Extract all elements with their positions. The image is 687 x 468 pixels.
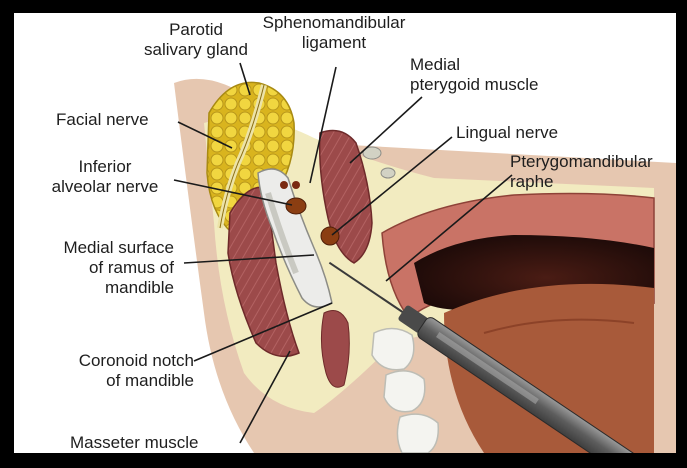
lingual-nerve-dot: [321, 227, 339, 245]
label-parotid-salivary-gland: Parotid salivary gland: [126, 20, 266, 60]
label-masseter-muscle: Masseter muscle: [70, 433, 198, 453]
label-pterygomandibular-raphe: Pterygomandibular raphe: [510, 152, 653, 192]
label-medial-ptery-line-2: pterygoid muscle: [410, 75, 539, 95]
illustration-canvas: Parotid salivary gland Sphenomandibular …: [14, 13, 676, 453]
label-sphenomandibular-ligament: Sphenomandibular ligament: [254, 13, 414, 53]
label-spheno-line-2: ligament: [254, 33, 414, 53]
label-medial-surface-line-3: mandible: [14, 278, 174, 298]
label-medial-ptery-line-1: Medial: [410, 55, 539, 75]
label-medial-surface-of-ramus: Medial surface of ramus of mandible: [14, 238, 174, 298]
label-facial-nerve: Facial nerve: [56, 110, 149, 130]
label-parotid-line-1: Parotid: [126, 20, 266, 40]
label-parotid-line-2: salivary gland: [126, 40, 266, 60]
label-inferior-alveolar-nerve: Inferior alveolar nerve: [30, 157, 180, 197]
inferior-alveolar-nerve-dot: [286, 198, 306, 214]
label-medial-pterygoid-muscle: Medial pterygoid muscle: [410, 55, 539, 95]
label-medial-surface-line-1: Medial surface: [14, 238, 174, 258]
label-lingual-nerve: Lingual nerve: [456, 123, 558, 143]
label-ptery-raphe-line-1: Pterygomandibular: [510, 152, 653, 172]
label-inferior-alv-line-2: alveolar nerve: [30, 177, 180, 197]
label-spheno-line-1: Sphenomandibular: [254, 13, 414, 33]
label-coronoid-line-1: Coronoid notch: [28, 351, 194, 371]
label-ptery-raphe-line-2: raphe: [510, 172, 653, 192]
label-inferior-alv-line-1: Inferior: [30, 157, 180, 177]
label-coronoid-notch: Coronoid notch of mandible: [28, 351, 194, 391]
label-medial-surface-line-2: of ramus of: [14, 258, 174, 278]
label-coronoid-line-2: of mandible: [28, 371, 194, 391]
